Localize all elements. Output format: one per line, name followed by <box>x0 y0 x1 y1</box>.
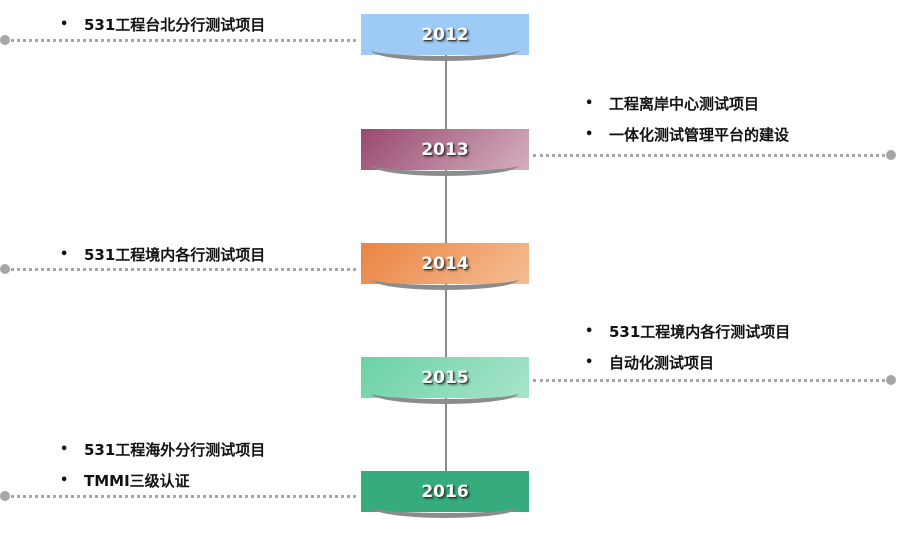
connector-2013 <box>533 154 885 157</box>
connector-end-dot <box>886 150 896 160</box>
bullet-icon: • <box>60 442 69 457</box>
list-item: • 531工程海外分行测试项目 <box>60 434 265 465</box>
list-item: • TMMI三级认证 <box>60 465 265 496</box>
list-item: • 自动化测试项目 <box>585 347 790 378</box>
year-label: 2013 <box>421 139 469 160</box>
items-2014: • 531工程境内各行测试项目 <box>60 239 265 270</box>
connector-2016 <box>6 495 356 498</box>
connector-2012 <box>6 39 356 42</box>
item-text: 531工程台北分行测试项目 <box>84 16 266 34</box>
bullet-icon: • <box>585 355 594 370</box>
list-item: • 一体化测试管理平台的建设 <box>585 119 789 150</box>
year-box-2014: 2014 <box>361 243 529 290</box>
year-label: 2016 <box>421 481 469 502</box>
connector-2014 <box>6 268 356 271</box>
bullet-icon: • <box>60 247 69 262</box>
box-shadow-base <box>371 393 519 404</box>
items-2016: • 531工程海外分行测试项目 • TMMI三级认证 <box>60 434 265 496</box>
year-box-2015: 2015 <box>361 357 529 404</box>
year-label: 2014 <box>421 253 469 274</box>
item-text: 531工程境内各行测试项目 <box>84 246 266 264</box>
item-text: 531工程境内各行测试项目 <box>609 323 791 341</box>
item-text: TMMI三级认证 <box>84 472 190 490</box>
connector-end-dot <box>0 491 10 501</box>
year-box-2013: 2013 <box>361 129 529 176</box>
items-2012: • 531工程台北分行测试项目 <box>60 9 265 40</box>
box-shadow-base <box>371 165 519 176</box>
bullet-icon: • <box>60 17 69 32</box>
bullet-icon: • <box>585 324 594 339</box>
box-shadow-base <box>371 279 519 290</box>
year-label: 2012 <box>421 24 469 45</box>
item-text: 531工程海外分行测试项目 <box>84 441 266 459</box>
bullet-icon: • <box>60 473 69 488</box>
bullet-icon: • <box>585 96 594 111</box>
items-2015: • 531工程境内各行测试项目 • 自动化测试项目 <box>585 316 790 378</box>
year-box-2016: 2016 <box>361 471 529 518</box>
list-item: • 531工程台北分行测试项目 <box>60 9 265 40</box>
connector-end-dot <box>0 35 10 45</box>
items-2013: • 工程离岸中心测试项目 • 一体化测试管理平台的建设 <box>585 88 789 150</box>
item-text: 一体化测试管理平台的建设 <box>609 126 790 144</box>
item-text: 工程离岸中心测试项目 <box>609 95 760 113</box>
list-item: • 工程离岸中心测试项目 <box>585 88 789 119</box>
bullet-icon: • <box>585 127 594 142</box>
list-item: • 531工程境内各行测试项目 <box>585 316 790 347</box>
year-label: 2015 <box>421 367 469 388</box>
connector-end-dot <box>886 375 896 385</box>
connector-2015 <box>533 379 885 382</box>
box-shadow-base <box>371 50 519 61</box>
box-shadow-base <box>371 507 519 518</box>
year-box-2012: 2012 <box>361 14 529 61</box>
connector-end-dot <box>0 264 10 274</box>
item-text: 自动化测试项目 <box>609 354 715 372</box>
list-item: • 531工程境内各行测试项目 <box>60 239 265 270</box>
